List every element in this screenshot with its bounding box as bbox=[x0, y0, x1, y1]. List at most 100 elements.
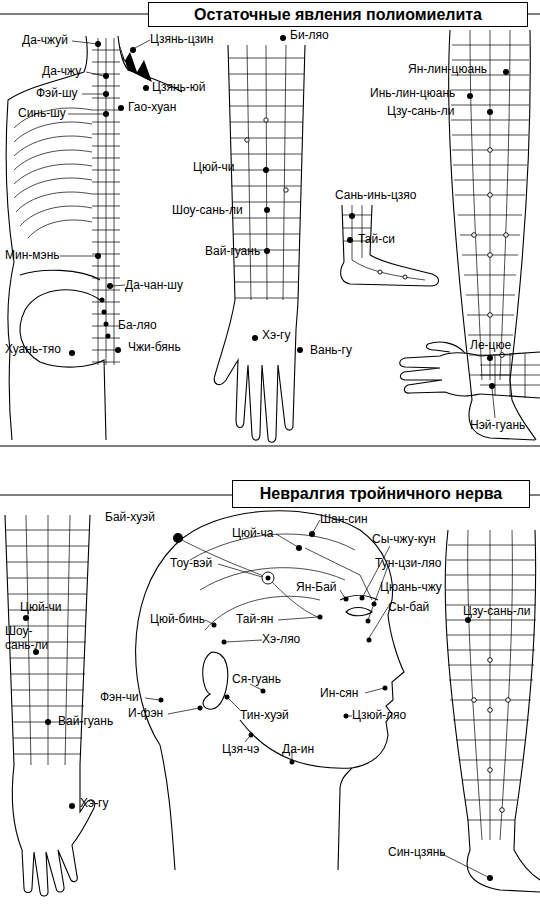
acupoint bbox=[318, 615, 323, 620]
point-label: Цзянь-цзин bbox=[150, 32, 213, 46]
acupoint bbox=[467, 93, 473, 99]
point-label: Бай-хуэй bbox=[105, 510, 155, 524]
acupoint bbox=[344, 597, 349, 602]
meridian-grid bbox=[446, 545, 536, 820]
acupoint bbox=[297, 347, 303, 353]
acupoint bbox=[264, 207, 270, 213]
point-label: Тин-хуэй bbox=[240, 708, 289, 722]
point-label: Шоу-сань-ли bbox=[172, 203, 243, 217]
acupoint-marker bbox=[245, 138, 249, 142]
acupoint bbox=[344, 714, 349, 719]
acupoint bbox=[103, 91, 109, 97]
acupoint bbox=[487, 109, 493, 115]
meridian-grid bbox=[480, 353, 540, 398]
thumb-outline bbox=[426, 342, 465, 353]
acupoint bbox=[261, 689, 266, 694]
point-label: Мин-мэнь bbox=[5, 248, 60, 262]
acupoint bbox=[360, 596, 365, 601]
point-label: Чжи-бянь bbox=[128, 340, 181, 354]
acupoint bbox=[290, 760, 295, 765]
acupoint bbox=[103, 111, 109, 117]
acupoint bbox=[263, 167, 269, 173]
point-label: Хэ-гу bbox=[80, 796, 109, 810]
acupoint bbox=[130, 47, 136, 53]
acupoint-marker bbox=[500, 808, 505, 813]
leader-line bbox=[440, 853, 488, 877]
point-label: Ин-сян bbox=[320, 686, 358, 700]
acupoint bbox=[106, 334, 111, 339]
leader-line bbox=[492, 388, 495, 418]
hand-outline bbox=[214, 300, 298, 442]
frame-line bbox=[0, 445, 540, 446]
meridian-grid bbox=[229, 58, 304, 298]
acupoint bbox=[366, 619, 371, 624]
acupoint bbox=[23, 615, 29, 621]
point-label: Ся-гуань bbox=[232, 672, 281, 686]
acupoint bbox=[296, 545, 302, 551]
point-label: Да-чан-шу bbox=[125, 278, 183, 292]
acupoint bbox=[69, 803, 75, 809]
meridian-grid bbox=[468, 530, 513, 840]
eye-outline bbox=[346, 608, 372, 616]
point-label: Да-ин bbox=[282, 742, 314, 756]
body-outline bbox=[20, 290, 106, 440]
point-label: Цюй-ча bbox=[232, 526, 274, 540]
acupoint bbox=[367, 638, 372, 643]
meridian-grid bbox=[247, 45, 286, 300]
point-label: Цюань-чжу bbox=[380, 580, 442, 594]
body-outline bbox=[20, 270, 100, 280]
acupoint bbox=[280, 35, 286, 41]
acupoint-marker bbox=[378, 270, 382, 274]
acupoint-marker bbox=[488, 313, 493, 318]
acupoint bbox=[104, 322, 109, 327]
acupoint bbox=[349, 213, 355, 219]
point-label: Хуань-тяо bbox=[5, 342, 61, 356]
rib-lines bbox=[14, 108, 92, 238]
point-label: Цзянь-юй bbox=[152, 80, 205, 94]
acupoint bbox=[487, 875, 493, 881]
point-label: Гао-хуан bbox=[128, 100, 176, 114]
acupoint bbox=[487, 355, 493, 361]
point-label: Инь-лин-цюань bbox=[370, 86, 455, 100]
panel-title: Остаточные явления полиомиелита bbox=[194, 6, 482, 24]
title-band: Остаточные явления полиомиелита bbox=[148, 2, 528, 27]
head-outline bbox=[136, 511, 404, 870]
acupoint bbox=[212, 623, 217, 628]
point-label: Шан-син bbox=[320, 512, 368, 526]
acupoint-marker bbox=[488, 658, 493, 663]
meridian-grid bbox=[92, 50, 120, 362]
point-label: Тун-цзи-ляо bbox=[375, 556, 441, 570]
acupoint-marker bbox=[262, 572, 274, 584]
acupoint bbox=[143, 85, 149, 91]
point-label: Цюй-бинь bbox=[150, 612, 205, 626]
leader-line bbox=[145, 520, 390, 760]
acupoint-marker bbox=[472, 233, 477, 238]
panel-title: Невралгия тройничного нерва bbox=[260, 485, 502, 503]
point-label: Цюй-чи bbox=[193, 160, 235, 174]
acupoint bbox=[115, 347, 121, 353]
point-label: Хэ-ляо bbox=[262, 632, 300, 646]
acupoint bbox=[347, 237, 353, 243]
point-label: Нэй-гуань bbox=[470, 418, 525, 432]
acupoint-marker bbox=[506, 698, 511, 703]
acupoint bbox=[198, 706, 203, 711]
acupoint bbox=[118, 105, 124, 111]
acupoint-marker bbox=[504, 233, 509, 238]
acupoint bbox=[489, 383, 495, 389]
point-label: Цюй-чи bbox=[20, 600, 62, 614]
shoulder-shading bbox=[118, 40, 152, 82]
acupoint-marker bbox=[488, 768, 493, 773]
meridian-grid bbox=[470, 30, 510, 380]
point-label: Тай-си bbox=[358, 232, 395, 246]
point-label: Ба-ляо bbox=[118, 318, 157, 332]
point-label: Хэ-гу bbox=[262, 328, 291, 342]
point-label: Да-чжу bbox=[42, 64, 81, 78]
forearm-outline bbox=[480, 352, 540, 398]
point-label: Сы-чжу-кун bbox=[372, 532, 436, 546]
point-label: Шоу- сань-ли bbox=[5, 624, 49, 652]
neck-outline bbox=[160, 745, 175, 870]
acupoint-marker bbox=[488, 193, 493, 198]
acupoint bbox=[249, 733, 254, 738]
